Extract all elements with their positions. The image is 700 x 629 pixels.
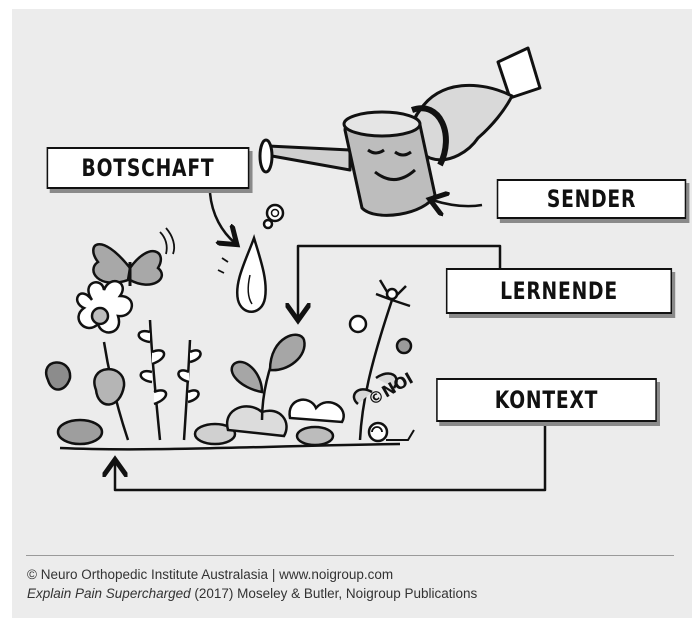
garden-bed bbox=[46, 280, 414, 449]
label-botschaft-text: BOTSCHAFT bbox=[82, 154, 215, 182]
label-botschaft: BOTSCHAFT bbox=[47, 147, 250, 189]
footer-copyright: © Neuro Orthopedic Institute Australasia… bbox=[27, 567, 393, 582]
label-sender: SENDER bbox=[497, 179, 687, 219]
footer-divider bbox=[26, 555, 674, 556]
label-sender-text: SENDER bbox=[547, 185, 636, 213]
label-lernende-text: LERNENDE bbox=[500, 277, 618, 305]
hand-icon bbox=[411, 48, 540, 160]
footer-citation: Explain Pain Supercharged (2017) Moseley… bbox=[27, 586, 477, 601]
message-arrow bbox=[210, 193, 235, 243]
footer-book-title: Explain Pain Supercharged bbox=[27, 586, 191, 601]
water-drop-icon bbox=[218, 205, 283, 312]
label-kontext-text: KONTEXT bbox=[495, 386, 598, 414]
watering-can-icon bbox=[260, 108, 446, 215]
sender-arrow bbox=[432, 200, 482, 206]
label-kontext: KONTEXT bbox=[436, 378, 657, 422]
footer-citation-rest: (2017) Moseley & Butler, Noigroup Public… bbox=[191, 586, 478, 601]
butterfly-icon bbox=[93, 228, 174, 286]
label-lernende: LERNENDE bbox=[446, 268, 672, 314]
